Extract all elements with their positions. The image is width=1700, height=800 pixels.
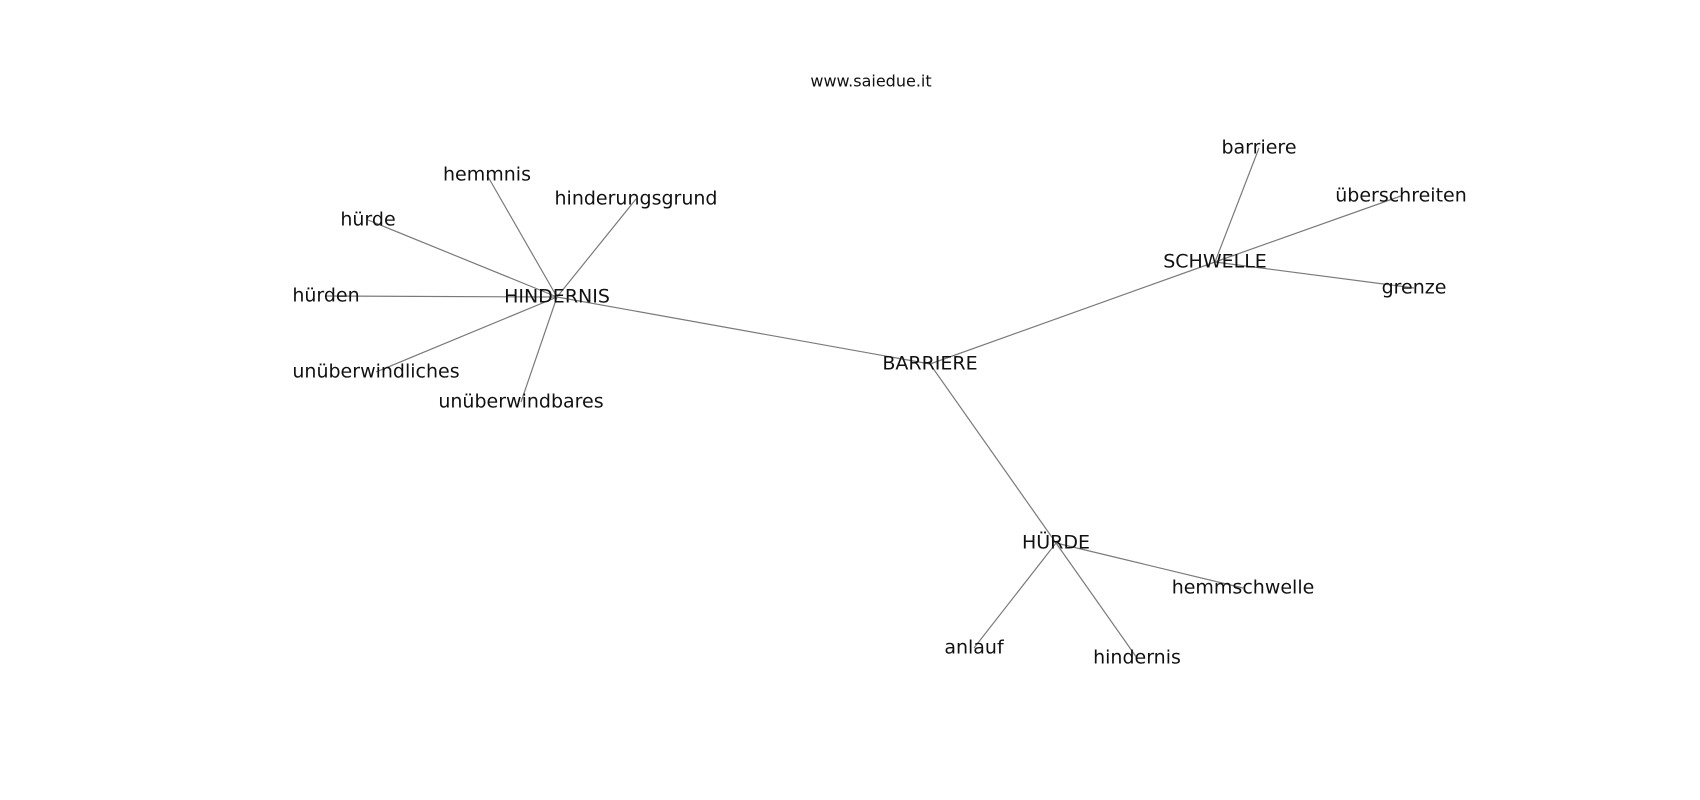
node-label-hindernis_leaf: hindernis <box>1093 647 1181 669</box>
node-label-barriere_leaf: barriere <box>1221 137 1296 159</box>
node-label-huerde_leaf: hürde <box>340 209 395 231</box>
edge-schwelle_hub-ueberschreiten <box>1214 195 1402 263</box>
edge-hindernis_hub-unueberwindbares <box>520 296 558 403</box>
edge-hindernis_hub-huerde_leaf <box>367 219 558 298</box>
edge-barriere_root-hindernis_hub <box>556 296 931 365</box>
node-label-anlauf: anlauf <box>944 637 1005 659</box>
edge-schwelle_hub-barriere_leaf <box>1214 147 1260 263</box>
edges <box>325 147 1415 659</box>
node-label-huerde_hub: HÜRDE <box>1022 531 1090 554</box>
node-labels: BARRIERE HINDERNIS SCHWELLE HÜRDE hemmnis hin… <box>292 137 1466 669</box>
node-label-unueberwindliches: unüberwindliches <box>292 361 459 383</box>
node-label-ueberschreiten: überschreiten <box>1335 185 1467 207</box>
edge-hindernis_hub-huerden <box>325 295 558 298</box>
edge-barriere_root-schwelle_hub <box>929 261 1216 365</box>
edge-huerde_hub-hindernis_leaf <box>1055 542 1138 659</box>
edge-hindernis_hub-hinderungsgrund <box>556 198 637 298</box>
node-label-hemmschwelle: hemmschwelle <box>1172 577 1315 599</box>
edge-barriere_root-huerde_hub <box>929 363 1057 544</box>
node-label-huerden: hürden <box>292 285 359 307</box>
node-label-hindernis_hub: HINDERNIS <box>504 286 610 308</box>
edge-schwelle_hub-grenze <box>1214 261 1415 289</box>
site-caption: www.saiedue.it <box>810 72 931 91</box>
edge-huerde_hub-hemmschwelle <box>1055 542 1244 589</box>
node-label-schwelle_hub: SCHWELLE <box>1163 251 1267 273</box>
node-label-grenze: grenze <box>1382 277 1447 299</box>
node-label-hemmnis: hemmnis <box>443 164 531 186</box>
edge-hindernis_hub-unueberwindliches <box>375 296 558 373</box>
node-label-barriere_root: BARRIERE <box>882 353 977 375</box>
edge-huerde_hub-anlauf <box>973 542 1057 649</box>
node-label-unueberwindbares: unüberwindbares <box>438 391 603 413</box>
node-label-hinderungsgrund: hinderungsgrund <box>555 188 718 210</box>
edge-hindernis_hub-hemmnis <box>486 174 558 298</box>
